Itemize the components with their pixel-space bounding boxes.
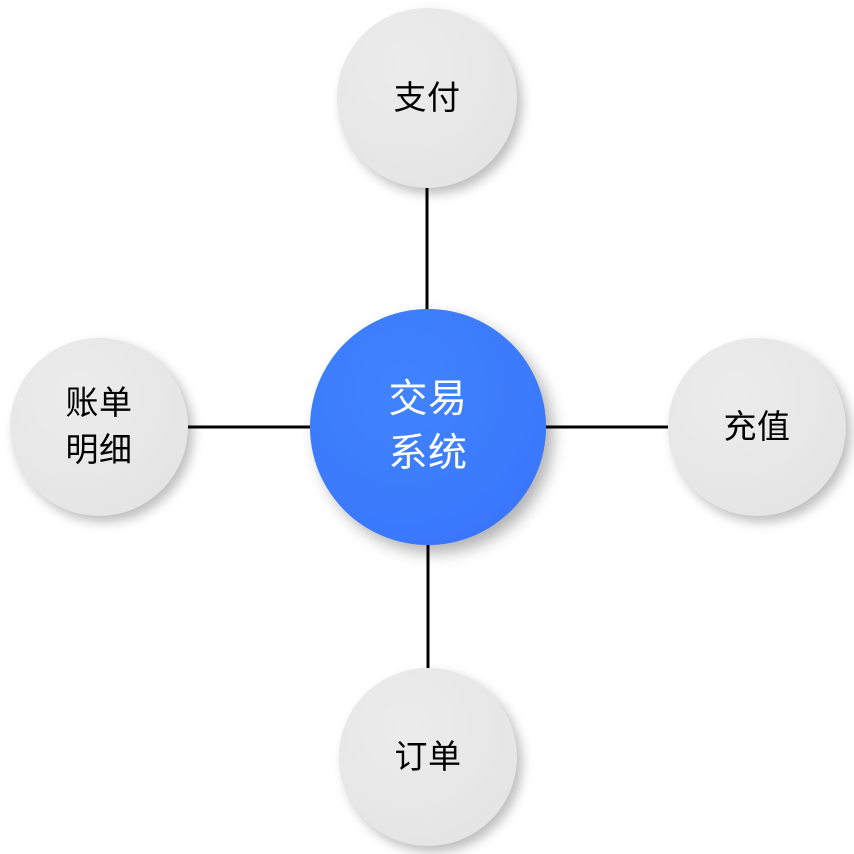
- node-recharge-label: 充值: [723, 406, 791, 446]
- node-recharge[interactable]: 充值: [668, 338, 846, 516]
- node-bill-details-label: 账单 明细: [65, 383, 133, 469]
- node-transaction-system[interactable]: 交易 系统: [310, 309, 546, 545]
- node-order[interactable]: 订单: [339, 668, 517, 846]
- node-bill-details[interactable]: 账单 明细: [10, 338, 188, 516]
- node-payment[interactable]: 支付: [337, 8, 517, 188]
- node-order-label: 订单: [394, 736, 462, 776]
- node-payment-label: 支付: [393, 77, 461, 117]
- node-transaction-system-label: 交易 系统: [388, 377, 468, 476]
